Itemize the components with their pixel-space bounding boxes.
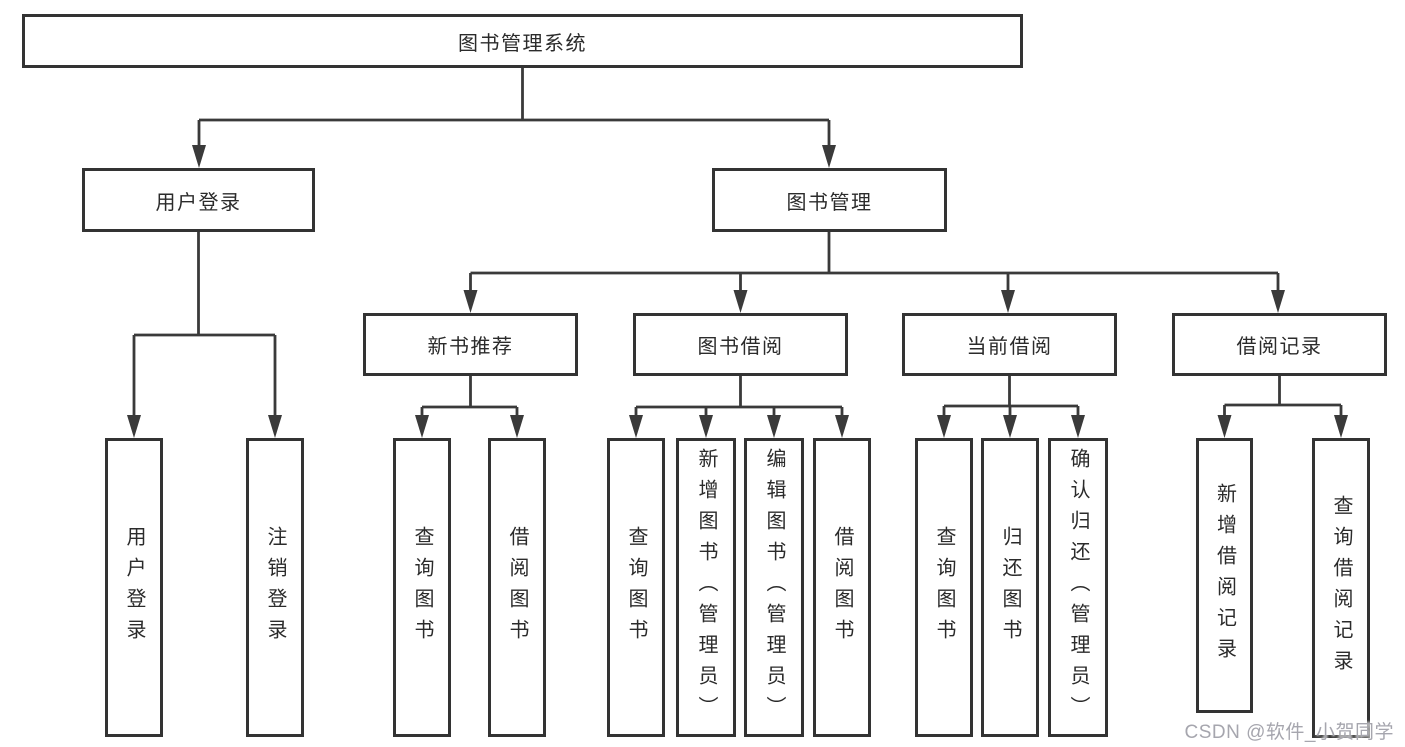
leaf-borrow-books-recommend: 借阅图书 bbox=[488, 438, 546, 737]
connector-user-login-to-leaves bbox=[132, 232, 277, 416]
leaf-label: 借阅图书 bbox=[831, 525, 853, 650]
connector-records-to-leaves bbox=[1223, 376, 1343, 416]
leaf-label: 新增借阅记录 bbox=[1213, 482, 1236, 669]
arrowhead bbox=[699, 415, 713, 438]
connector-book-management-to-level3 bbox=[469, 232, 1280, 291]
leaf-add-book-admin: 新增图书（管理员） bbox=[676, 438, 736, 737]
node-label: 图书管理 bbox=[786, 191, 873, 214]
leaf-query-books-current: 查询图书 bbox=[915, 438, 973, 737]
connector-root-to-level2 bbox=[197, 68, 831, 146]
leaf-user-login: 用户登录 bbox=[105, 438, 163, 737]
arrowhead bbox=[1217, 415, 1232, 438]
arrowhead bbox=[1071, 415, 1085, 438]
node-label: 新书推荐 bbox=[427, 336, 514, 358]
leaf-query-books-recommend: 查询图书 bbox=[393, 438, 451, 737]
arrowhead bbox=[1001, 290, 1015, 313]
arrowhead bbox=[268, 415, 282, 438]
connector-new-book-to-leaves bbox=[420, 376, 519, 416]
arrowhead bbox=[733, 290, 748, 313]
leaf-label: 查询图书 bbox=[625, 525, 647, 650]
arrowhead bbox=[835, 415, 849, 438]
node-current-borrow: 当前借阅 bbox=[902, 313, 1117, 376]
leaf-label: 查询借阅记录 bbox=[1330, 495, 1352, 681]
arrowhead bbox=[510, 415, 524, 438]
node-root-label: 图书管理系统 bbox=[458, 32, 587, 55]
leaf-label: 用户登录 bbox=[123, 525, 145, 650]
node-book-borrow: 图书借阅 bbox=[633, 313, 848, 376]
leaf-confirm-return-admin: 确认归还（管理员） bbox=[1048, 438, 1108, 737]
arrowhead bbox=[1003, 415, 1017, 438]
leaf-edit-book-admin: 编辑图书（管理员） bbox=[744, 438, 804, 737]
leaf-label: 归还图书 bbox=[999, 525, 1021, 650]
arrowhead bbox=[127, 415, 141, 438]
node-book-management: 图书管理 bbox=[712, 168, 947, 232]
node-label: 当前借阅 bbox=[966, 336, 1053, 358]
node-label: 用户登录 bbox=[155, 191, 242, 214]
leaf-label: 查询图书 bbox=[933, 525, 955, 650]
leaf-label: 确认归还（管理员） bbox=[1067, 448, 1089, 727]
leaf-label: 编辑图书（管理员） bbox=[763, 448, 785, 727]
arrowhead bbox=[822, 145, 836, 168]
arrowhead bbox=[463, 290, 478, 313]
leaf-query-books-borrow: 查询图书 bbox=[607, 438, 665, 737]
leaf-return-book: 归还图书 bbox=[981, 438, 1039, 737]
leaf-logout: 注销登录 bbox=[246, 438, 304, 737]
connector-book-borrow-to-leaves bbox=[634, 376, 844, 416]
leaf-query-borrow-record: 查询借阅记录 bbox=[1312, 438, 1370, 738]
arrowhead bbox=[1271, 290, 1285, 313]
connector-strokes bbox=[132, 68, 1343, 416]
node-label: 借阅记录 bbox=[1236, 336, 1323, 358]
node-user-login: 用户登录 bbox=[82, 168, 315, 232]
leaf-label: 新增图书（管理员） bbox=[695, 448, 717, 727]
arrowhead bbox=[415, 415, 429, 438]
arrowhead bbox=[767, 415, 781, 438]
node-new-book-recommend: 新书推荐 bbox=[363, 313, 578, 376]
csdn-watermark: CSDN @软件_小贺同学 bbox=[1184, 722, 1394, 743]
arrowheads bbox=[127, 145, 1348, 438]
arrowhead bbox=[192, 145, 206, 168]
node-label: 图书借阅 bbox=[697, 336, 784, 358]
leaf-add-borrow-record: 新增借阅记录 bbox=[1196, 438, 1253, 713]
arrowhead bbox=[1334, 415, 1348, 438]
arrowhead bbox=[629, 415, 643, 438]
node-borrow-records: 借阅记录 bbox=[1172, 313, 1387, 376]
node-root-system: 图书管理系统 bbox=[22, 14, 1023, 68]
connector-current-borrow-to-leaves bbox=[942, 376, 1080, 416]
leaf-label: 注销登录 bbox=[264, 525, 286, 650]
leaf-label: 借阅图书 bbox=[506, 525, 528, 650]
leaf-label: 查询图书 bbox=[411, 525, 433, 650]
leaf-borrow-books: 借阅图书 bbox=[813, 438, 871, 737]
arrowhead bbox=[937, 415, 951, 438]
